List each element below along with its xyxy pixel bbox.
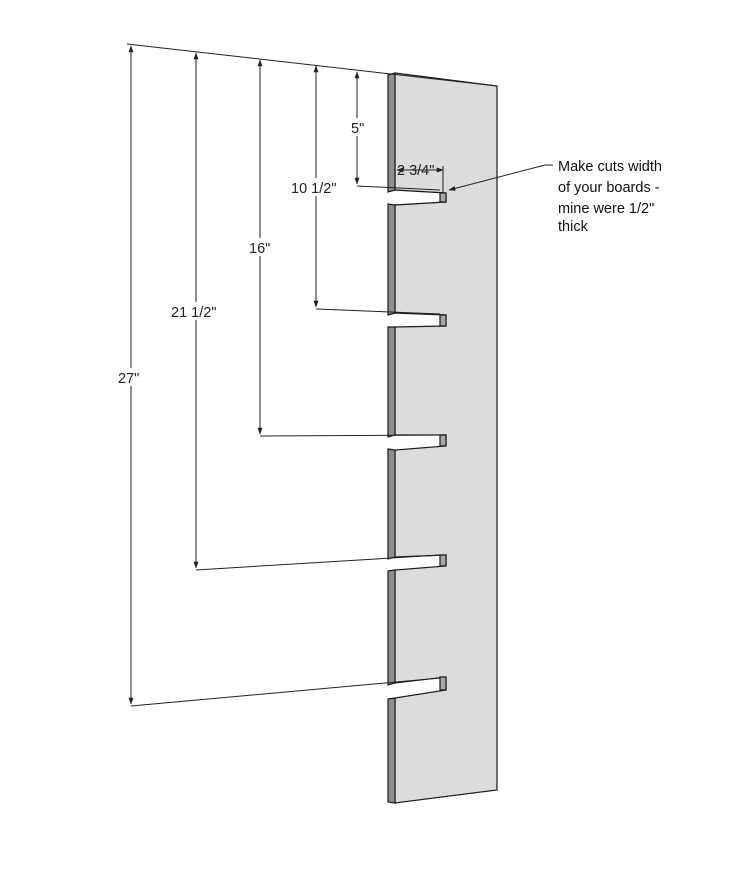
extension-line-2 bbox=[315, 308, 441, 315]
extension-lines bbox=[130, 185, 441, 707]
label-bg-10-5in bbox=[288, 178, 344, 196]
extension-line-3 bbox=[259, 434, 441, 437]
slot-back-4 bbox=[439, 554, 447, 567]
edge-segment-4 bbox=[387, 448, 396, 560]
dimension-labels: 5" 10 1/2" 16" 21 1/2" 27" 2 3/4" bbox=[116, 118, 434, 387]
slot-inner-faces bbox=[439, 192, 447, 691]
extension-line-4 bbox=[195, 554, 441, 571]
top-reference-line bbox=[126, 43, 498, 87]
slot-back-3 bbox=[439, 434, 447, 447]
edge-segment-3 bbox=[387, 326, 396, 438]
edge-segment-5 bbox=[387, 569, 396, 686]
label-bg-27in bbox=[116, 368, 146, 386]
callout-note: Make cuts width of your boards - mine we… bbox=[558, 159, 662, 235]
callout-line-3: mine were 1/2" bbox=[558, 201, 654, 217]
label-16in: 16" bbox=[249, 241, 270, 257]
label-slot-depth: 2 3/4" bbox=[397, 163, 434, 179]
edge-segment-6 bbox=[387, 697, 396, 804]
board bbox=[387, 72, 498, 804]
label-bg-21-5in bbox=[168, 302, 224, 320]
slot-back-2 bbox=[439, 314, 447, 327]
callout-leader-line bbox=[448, 164, 546, 191]
slot-back-5 bbox=[439, 676, 447, 691]
callout-leader bbox=[448, 164, 553, 191]
callout-line-4: thick bbox=[558, 219, 589, 235]
label-10-5in: 10 1/2" bbox=[291, 181, 336, 197]
label-5in: 5" bbox=[351, 121, 364, 137]
board-front-edge bbox=[387, 72, 396, 804]
label-21-5in: 21 1/2" bbox=[171, 305, 216, 321]
edge-segment-1 bbox=[387, 72, 396, 193]
extension-line-5 bbox=[130, 677, 441, 707]
callout-line-1: Make cuts width bbox=[558, 159, 662, 175]
slot-back-1 bbox=[439, 192, 447, 203]
extension-line-1 bbox=[356, 185, 441, 191]
label-bg-16in bbox=[246, 238, 276, 256]
callout-line-2: of your boards - bbox=[558, 180, 660, 196]
label-bg-5in bbox=[348, 118, 370, 136]
label-27in: 27" bbox=[118, 371, 139, 387]
edge-segment-2 bbox=[387, 203, 396, 316]
